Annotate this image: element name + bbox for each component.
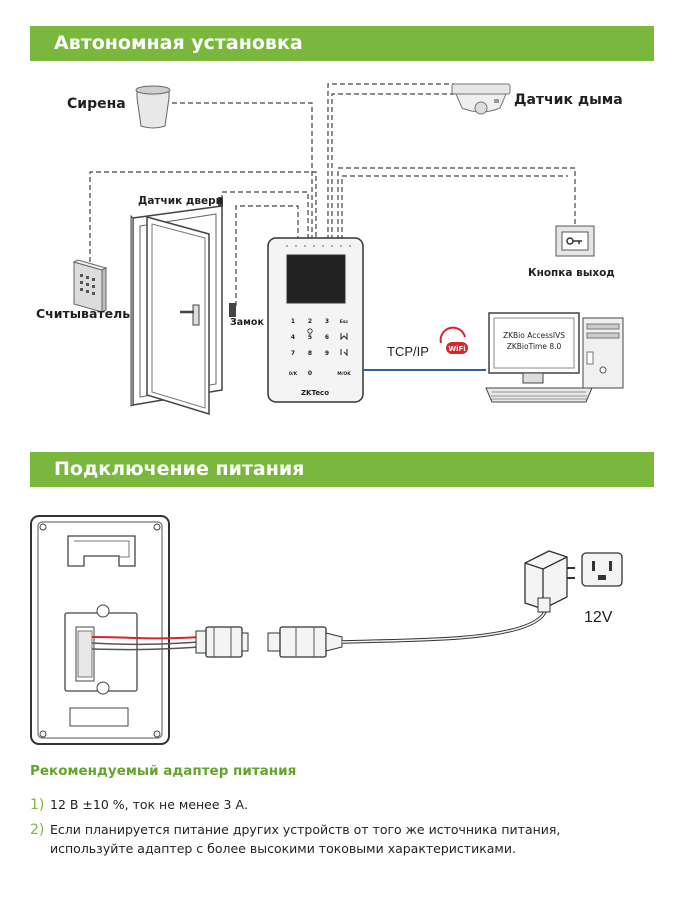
keypad-key: 2 xyxy=(308,318,312,325)
wiring-dashed xyxy=(89,83,576,306)
keypad-key: Esc xyxy=(340,319,349,325)
siren-icon xyxy=(135,85,171,129)
computer-icon xyxy=(485,312,624,403)
power-wires xyxy=(91,636,201,651)
device-brand: ZKTeco xyxy=(301,389,329,397)
wifi-icon: WiFi xyxy=(439,326,468,354)
tcpip-label: TCP/IP xyxy=(387,344,429,359)
item-text: Если планируется питание других устройст… xyxy=(50,822,561,856)
siren-label: Сирена xyxy=(67,96,126,112)
pc-software-line1: ZKBio AccessIVS xyxy=(503,331,565,340)
dc-male-connector-icon xyxy=(267,626,343,658)
reader-label: Считыватель xyxy=(36,306,130,321)
section-title-power: Подключение питания xyxy=(30,452,654,487)
section-title-standalone: Автономная установка xyxy=(30,26,654,61)
keypad-key: 7 xyxy=(291,350,295,357)
keypad-key: 1 xyxy=(291,318,295,325)
adapter-heading: Рекомендуемый адаптер питания xyxy=(30,763,297,779)
keypad-key: M/OK xyxy=(337,371,351,377)
keypad-key: 6 xyxy=(325,334,329,341)
device-keypad: 1 2 3 Esc 4 5 6 7 8 9 0/K 0 M/OK xyxy=(289,318,351,377)
adapter-item-2: 2) Если планируется питание других устрой… xyxy=(30,820,610,858)
exit-button-icon xyxy=(555,225,595,257)
keypad-key: 8 xyxy=(308,350,312,357)
exit-button-label: Кнопка выход xyxy=(528,267,615,279)
bell-icon xyxy=(307,328,313,334)
access-terminal-icon: ZKTeco xyxy=(267,237,364,403)
wifi-text: WiFi xyxy=(448,345,465,353)
door-icon xyxy=(130,197,236,416)
pc-software-line2: ZKBioTime 8.0 xyxy=(507,342,562,351)
keypad-key: 4 xyxy=(291,334,295,341)
wall-socket-icon xyxy=(581,552,623,587)
keypad-key: 3 xyxy=(325,318,329,325)
device-back-panel xyxy=(30,515,170,745)
smoke-detector-icon xyxy=(451,83,511,115)
smoke-detector-label: Датчик дыма xyxy=(514,92,623,108)
keypad-key: 9 xyxy=(325,350,329,357)
card-reader-icon xyxy=(72,259,108,313)
keypad-key: 0/K xyxy=(289,371,298,377)
item-number: 1) xyxy=(30,797,45,813)
item-number: 2) xyxy=(30,822,45,838)
door-sensor-label: Датчик двери xyxy=(138,195,223,207)
key-up-icon xyxy=(340,333,348,341)
adapter-cable xyxy=(341,599,549,644)
keypad-key: 0 xyxy=(308,370,312,377)
keypad-key: 5 xyxy=(308,334,312,341)
lock-label: Замок xyxy=(230,317,264,328)
dc-female-connector-icon xyxy=(195,626,249,658)
item-text: 12 В ±10 %, ток не менее 3 А. xyxy=(50,797,248,812)
power-adapter-icon xyxy=(524,550,575,613)
adapter-item-1: 1) 12 В ±10 %, ток не менее 3 А. xyxy=(30,795,610,815)
key-down-icon xyxy=(340,349,348,357)
voltage-label: 12V xyxy=(584,609,613,626)
